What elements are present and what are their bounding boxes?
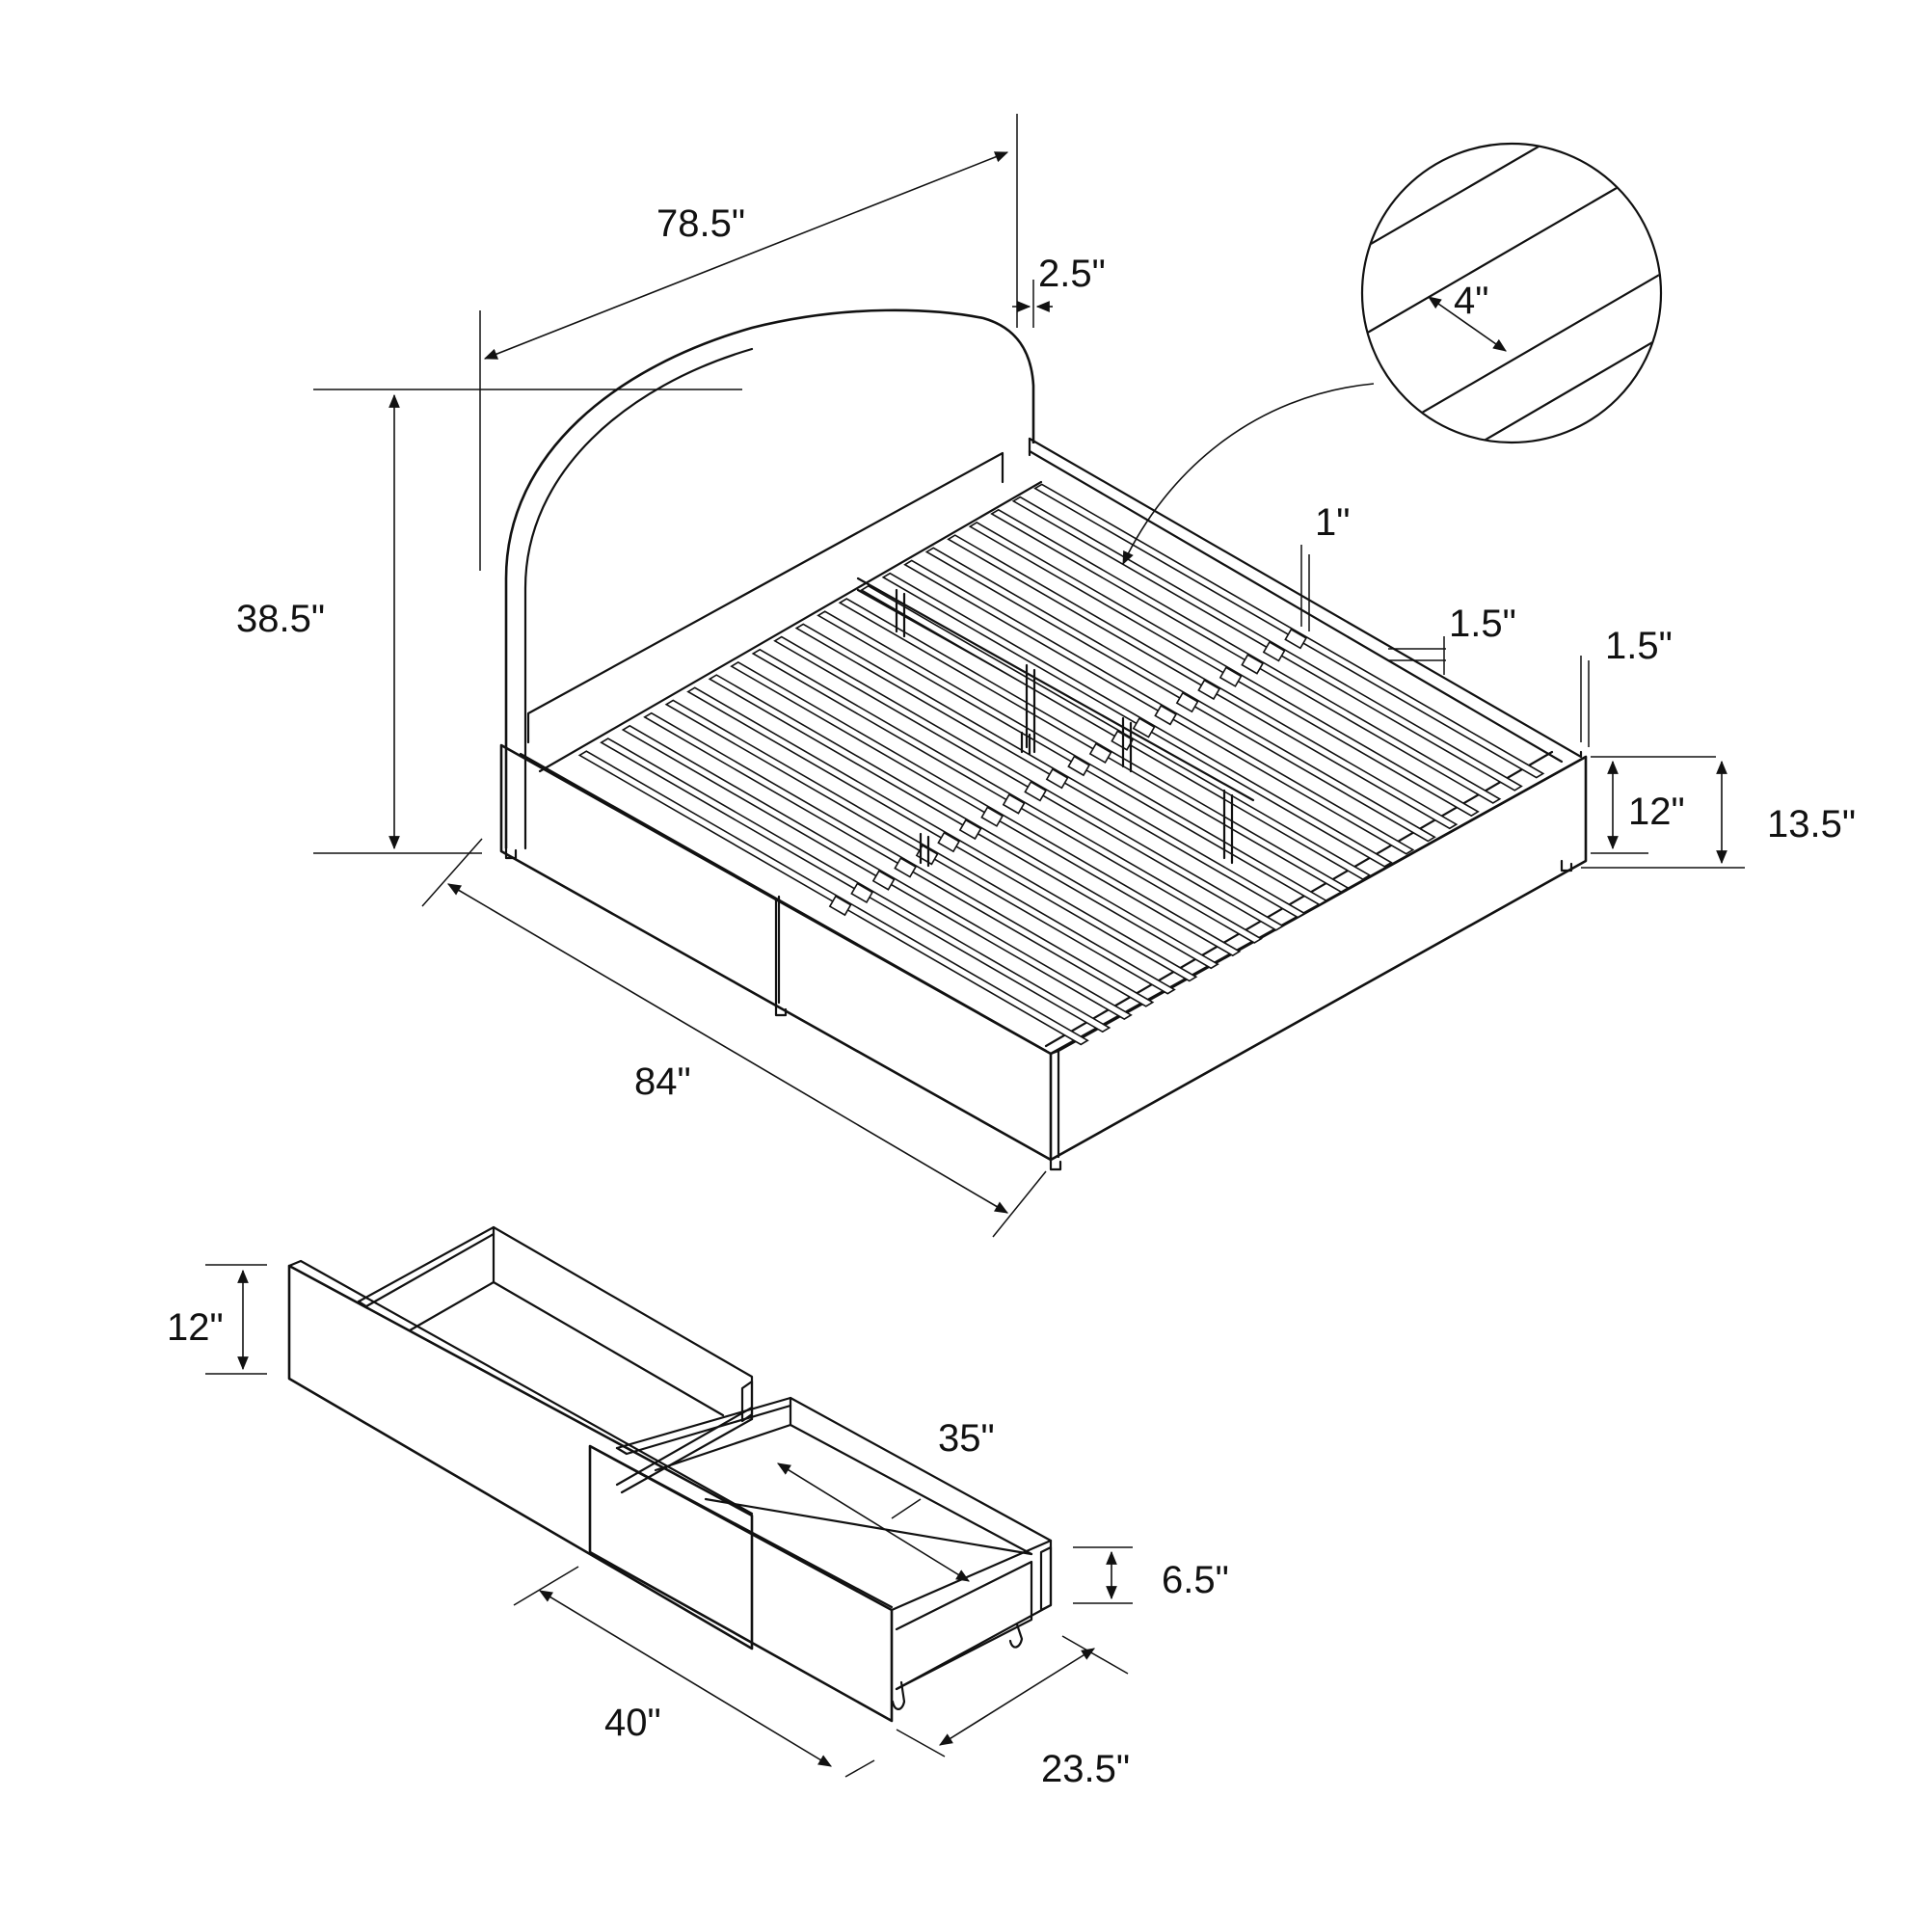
- slat-clip: [894, 857, 918, 878]
- bed-slat: [924, 547, 1436, 843]
- drawer-inner-length-label: 35": [938, 1417, 995, 1460]
- back-drawer: [287, 1225, 754, 1650]
- rail-thickness-label: 1.5": [1449, 603, 1516, 645]
- slat-clip: [1218, 666, 1243, 687]
- slat-clip: [1024, 780, 1048, 802]
- slat-clip: [1175, 691, 1199, 713]
- side-rail-thickness-label: 1.5": [1605, 625, 1673, 667]
- drawer-depth-label: 23.5": [1041, 1748, 1130, 1790]
- drawer-length-label: 40": [604, 1702, 661, 1744]
- bed-width-label: 78.5": [656, 202, 745, 245]
- bed-slat: [1011, 496, 1523, 792]
- slat-width-arrow: [1428, 296, 1507, 352]
- bed-legs: [504, 846, 1573, 1171]
- slat-clip: [980, 806, 1004, 827]
- bed-illustration: [499, 309, 1588, 1171]
- bed-slat: [686, 686, 1198, 982]
- center-support-rail: [856, 577, 1255, 802]
- drawer-height-label: 12": [167, 1306, 224, 1349]
- headboard-back-panel: [526, 451, 1004, 744]
- frame-height-label: 13.5": [1767, 803, 1856, 845]
- slat-clip: [937, 831, 961, 853]
- bed-dimension-lines: [313, 114, 1745, 1238]
- drawer-length-arrow: [539, 1590, 832, 1767]
- drawer-dimension-lines: [205, 1264, 1133, 1778]
- slat-clip: [1088, 742, 1112, 765]
- bed-slats: [577, 483, 1545, 1046]
- drawer-inner-length-arrow: [777, 1462, 970, 1582]
- bed-slat: [990, 508, 1502, 804]
- inner-left-rail: [538, 480, 1043, 773]
- bed-length-label: 84": [634, 1060, 691, 1103]
- center-support-legs: [895, 588, 1234, 868]
- inner-right-rail: [1044, 750, 1554, 1048]
- slat-thickness-label: 1": [1315, 501, 1350, 544]
- slat-width-label: 4": [1454, 280, 1488, 322]
- slat-clip: [1154, 704, 1178, 726]
- slat-clip: [1262, 640, 1286, 662]
- slat-clip: [1132, 717, 1156, 738]
- bed-slat: [968, 522, 1480, 818]
- slat-clip: [1197, 679, 1221, 701]
- detail-leader-arrow: [1122, 383, 1375, 566]
- rail-height-label: 12": [1628, 791, 1685, 833]
- bed-slat: [1033, 483, 1545, 779]
- length-dimension-arrow: [446, 883, 1009, 1214]
- width-dimension-arrow: [483, 151, 1009, 360]
- slat-clip: [915, 844, 939, 866]
- slat-clip: [1067, 755, 1091, 777]
- slat-clip: [1002, 793, 1026, 815]
- back-side-rail: [1028, 437, 1583, 764]
- drawer-illustration: [287, 1225, 1053, 1723]
- headboard-inner-edge: [523, 347, 754, 850]
- slat-detail-callout: [1122, 142, 1663, 566]
- bed-slat: [881, 572, 1393, 868]
- headboard-thickness-label: 2.5": [1038, 253, 1106, 295]
- bed-slat: [817, 610, 1328, 906]
- slat-clip: [1045, 767, 1069, 790]
- dimension-labels: 78.5" 2.5" 38.5" 84" 4" 1" 1.5" 1.5" 12"…: [167, 202, 1856, 1790]
- bed-slat: [773, 635, 1285, 931]
- slat-clip: [958, 818, 982, 841]
- drawer-inner-height-label: 6.5": [1162, 1559, 1229, 1601]
- slat-clip: [1241, 654, 1265, 675]
- bed-slat: [860, 584, 1372, 880]
- drawer-depth-arrow: [939, 1648, 1095, 1746]
- slat-clip: [1284, 628, 1308, 650]
- bed-slat: [838, 598, 1350, 894]
- bed-slat: [903, 559, 1415, 855]
- bed-slat: [751, 648, 1263, 944]
- footboard-rail: [1049, 755, 1588, 1162]
- bed-slat: [794, 623, 1306, 919]
- bed-slat: [947, 534, 1459, 830]
- bed-slat: [708, 674, 1219, 970]
- bed-height-label: 38.5": [236, 598, 325, 640]
- bed-slat: [730, 661, 1242, 957]
